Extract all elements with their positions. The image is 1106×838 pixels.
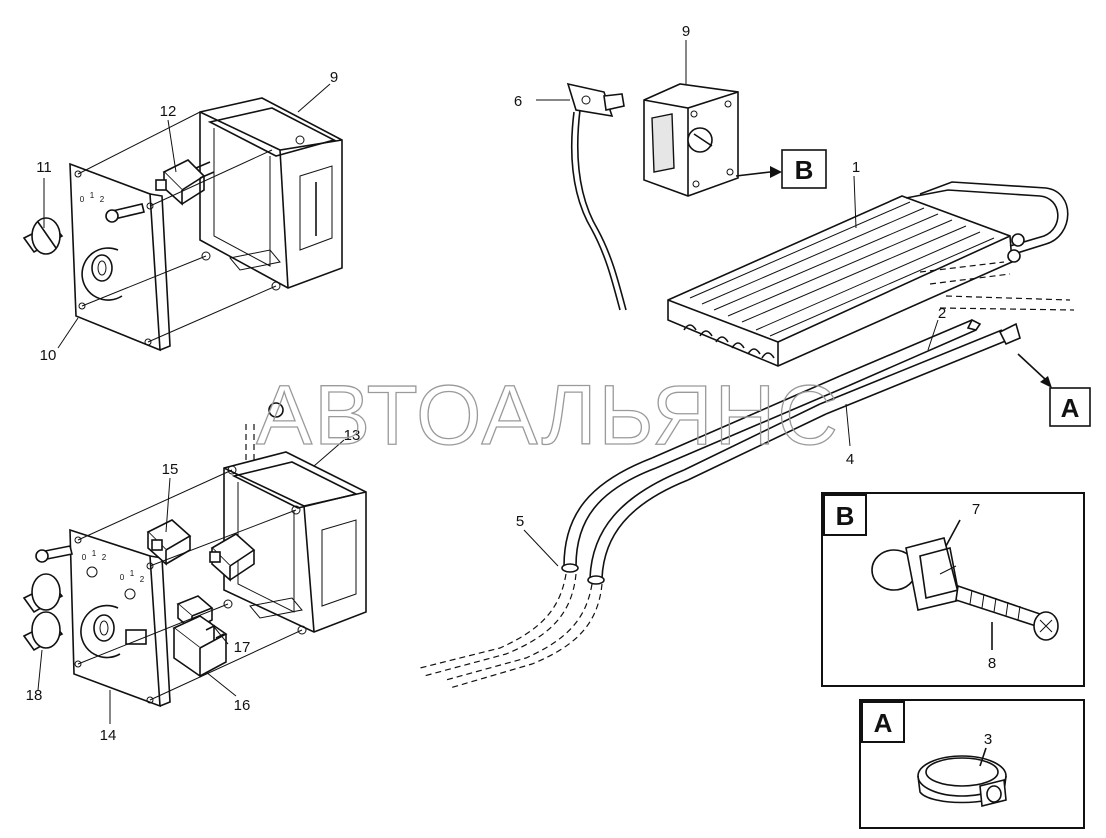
part-label-7: 7 bbox=[972, 501, 980, 518]
callout-arrows: B A bbox=[735, 149, 1091, 427]
part-label-12: 12 bbox=[160, 103, 177, 120]
part-label-15: 15 bbox=[162, 461, 179, 478]
part-label-5: 5 bbox=[516, 513, 524, 530]
switch-box-right bbox=[643, 83, 739, 197]
callout-a-box bbox=[1049, 387, 1091, 427]
dial-mark-1: 1 bbox=[130, 569, 135, 578]
dial-mark-2: 2 bbox=[102, 553, 107, 562]
dial-mark-1: 1 bbox=[92, 549, 97, 558]
part-label-10: 10 bbox=[40, 347, 57, 364]
part-label-14: 14 bbox=[100, 727, 117, 744]
inset-b-letter: B bbox=[836, 501, 855, 531]
inset-a-letter: A bbox=[874, 708, 893, 738]
watermark: АВТОАЛЬЯНС bbox=[256, 368, 840, 462]
part-label-18: 18 bbox=[26, 687, 43, 704]
lower-switch-assembly: 0 1 2 0 1 2 bbox=[22, 402, 367, 708]
dial-mark-2: 2 bbox=[100, 195, 105, 204]
dial-mark-0: 0 bbox=[80, 195, 85, 204]
inset-a: A bbox=[859, 699, 1085, 829]
hoses bbox=[419, 318, 1021, 689]
dial-mark-2: 2 bbox=[140, 575, 145, 584]
part-label-1: 1 bbox=[852, 159, 860, 176]
part-label-3: 3 bbox=[984, 731, 992, 748]
dial-mark-1: 1 bbox=[90, 191, 95, 200]
upper-switch-assembly: 0 1 2 bbox=[22, 97, 343, 352]
part-label-2: 2 bbox=[938, 305, 946, 322]
part-label-13: 13 bbox=[344, 427, 361, 444]
part-label-9: 9 bbox=[330, 69, 338, 86]
part-labels: 1 2 3 4 5 6 7 8 9 9 10 11 12 13 14 15 16… bbox=[26, 23, 997, 748]
part-label-16: 16 bbox=[234, 697, 251, 714]
leader-lines bbox=[37, 40, 939, 724]
sensor bbox=[566, 82, 627, 311]
part-label-17: 17 bbox=[234, 639, 251, 656]
callout-b-letter: B bbox=[795, 155, 814, 185]
dial-mark-0: 0 bbox=[82, 553, 87, 562]
dial-mark-0: 0 bbox=[120, 573, 125, 582]
part-label-11: 11 bbox=[36, 159, 52, 176]
heater-core bbox=[667, 181, 1075, 367]
inset-b: B bbox=[821, 492, 1085, 687]
part-label-6: 6 bbox=[514, 93, 522, 110]
callout-b-box bbox=[781, 149, 827, 189]
part-label-4: 4 bbox=[846, 451, 854, 468]
callout-a-letter: A bbox=[1061, 393, 1080, 423]
part-label-9: 9 bbox=[682, 23, 690, 40]
part-label-8: 8 bbox=[988, 655, 996, 672]
